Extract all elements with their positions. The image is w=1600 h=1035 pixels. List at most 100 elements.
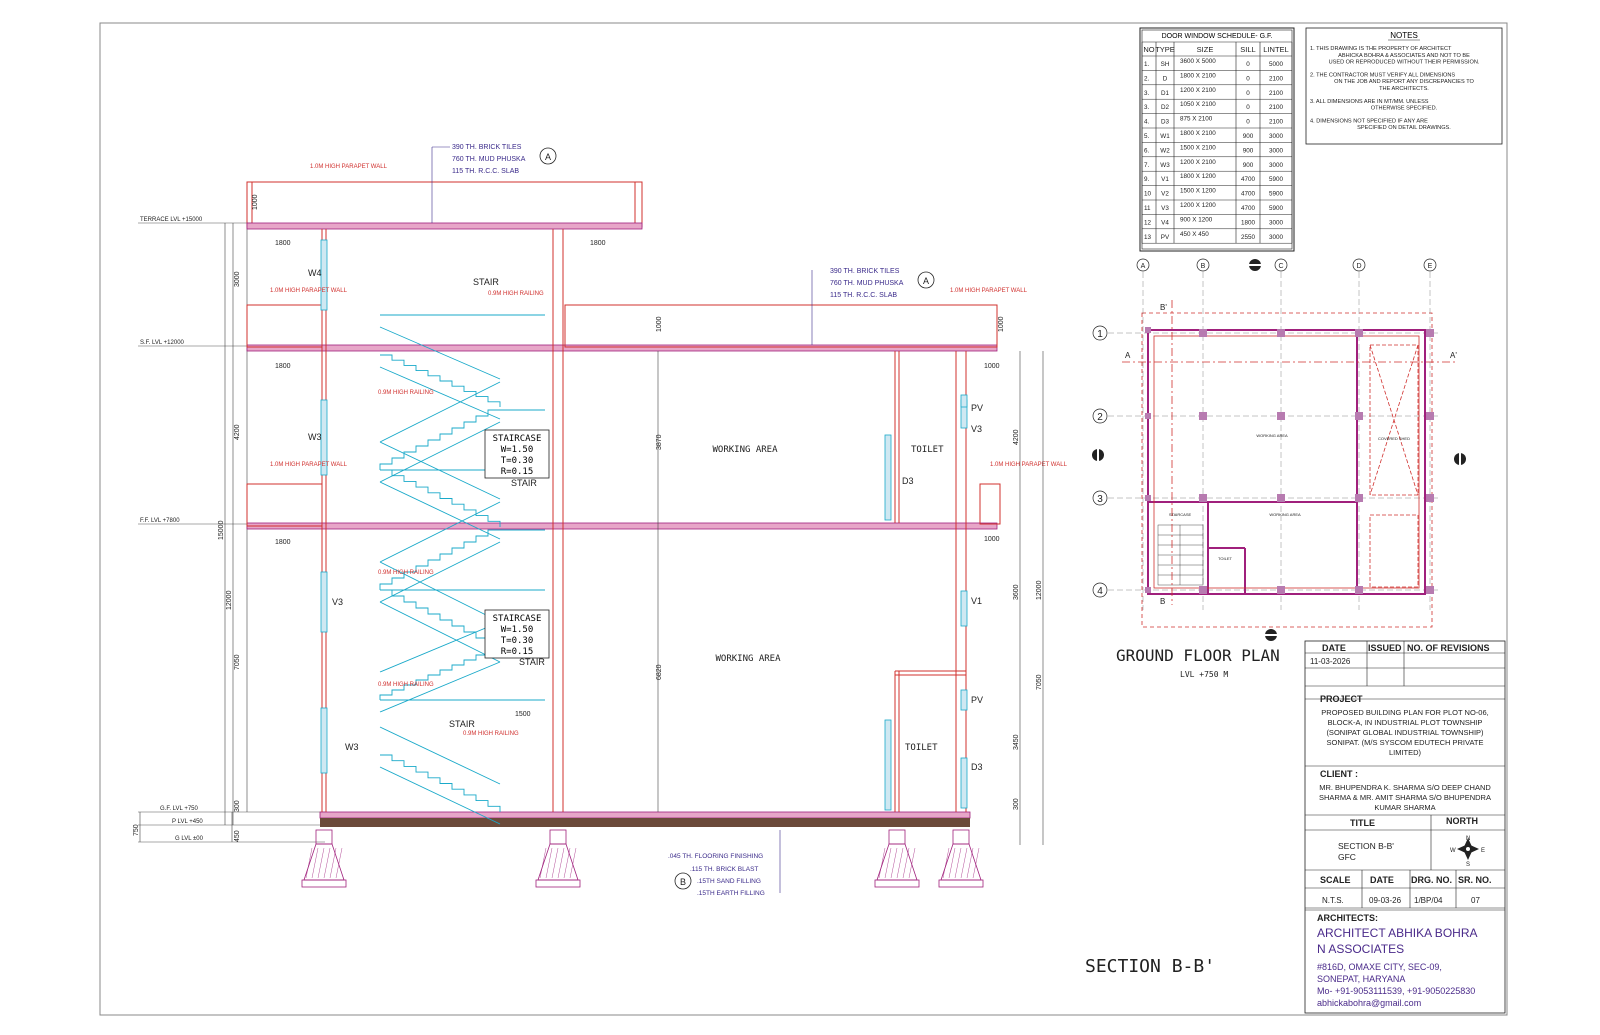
plan-column [1199, 329, 1207, 337]
plan-column [1277, 329, 1285, 337]
plan-grid-bubble-col [1274, 258, 1288, 272]
schedule-header: SIZE [1197, 45, 1214, 54]
dim-1800-b: 1800 [275, 363, 291, 370]
plan-grid-bubble-row [1092, 490, 1108, 506]
plan-column [1426, 586, 1434, 594]
staircase-info-upper: STAIRCASE W=1.50 T=0.30 R=0.15 [484, 429, 550, 479]
dim-right-7050: 7050 [1036, 674, 1043, 690]
stair-flight [380, 589, 501, 650]
schedule-cell: 900 [1243, 133, 1254, 140]
schedule-cell: 1800 X 1200 [1180, 173, 1216, 180]
stair-railing [379, 501, 501, 563]
plan-grid-col-label: C [1278, 263, 1283, 270]
schedule-cell: 450 X 450 [1180, 231, 1209, 238]
plan-section-mark-b-prime: B' [1160, 303, 1167, 312]
marker-a-top: A [545, 152, 551, 162]
tb-date-label: DATE [1322, 643, 1346, 653]
dim-right-4200: 4200 [1013, 429, 1020, 445]
schedule-cell: 900 [1243, 147, 1254, 154]
tb-address-1: #816D, OMAXE CITY, SEC-09, [1317, 962, 1442, 972]
note-line-1: 1. THIS DRAWING IS THE PROPERTY OF ARCHI… [1310, 46, 1452, 52]
room-toilet-ff: TOILET [911, 445, 944, 455]
stair-soffit [379, 481, 501, 540]
schedule-cell: 3000 [1269, 219, 1284, 226]
level-second-floor: S.F. LVL +12000 [140, 340, 185, 346]
footing-pad [940, 843, 982, 881]
plan-grid-row-label: 3 [1097, 494, 1103, 505]
schedule-cell: 2100 [1269, 75, 1284, 82]
plan-column [1199, 586, 1207, 594]
schedule-cell: 3000 [1269, 133, 1284, 140]
tb-firm-2: N ASSOCIATES [1317, 942, 1404, 956]
schedule-cell: 3000 [1269, 234, 1284, 241]
schedule-cell: V3 [1161, 205, 1169, 212]
client-text-line: MR. BHUPENDRA K. SHARMA S/O DEEP CHAND [1319, 783, 1491, 792]
schedule-cell: 9. [1144, 176, 1150, 183]
schedule-cell: 3000 [1269, 147, 1284, 154]
plan-grid-bubble-col [1352, 258, 1366, 272]
dim-mid-6820: 6820 [656, 664, 663, 680]
tb-date2-label: DATE [1370, 875, 1394, 885]
room-working-area-gf: WORKING AREA [715, 654, 781, 664]
schedule-cell: 0 [1246, 90, 1250, 97]
schedule-cell: 4. [1144, 119, 1150, 126]
schedule-cell: 2100 [1269, 90, 1284, 97]
dim-left-7050: 7050 [234, 654, 241, 670]
schedule-header: LINTEL [1263, 45, 1288, 54]
schedule-cell: 1800 X 2100 [1180, 130, 1216, 137]
door-d3-upper: D3 [902, 476, 914, 486]
stair-railing [379, 381, 501, 443]
plan-room-staircase: STAIRCASE [1169, 512, 1192, 517]
plan-column [1355, 329, 1363, 337]
window-v1: V1 [971, 596, 982, 606]
plan-grid-row-label: 2 [1097, 412, 1103, 423]
parapet-label-3: 1.0M HIGH PARAPET WALL [270, 462, 348, 468]
note-line-3: OTHERWISE SPECIFIED. [1371, 106, 1438, 112]
plan-grid-bubble-row [1092, 408, 1108, 424]
door-d3-lower: D3 [971, 762, 983, 772]
dim-1800-c: 1800 [275, 539, 291, 546]
schedule-cell: 3. [1144, 90, 1150, 97]
railing-label-5: 0.9M HIGH RAILING [463, 731, 519, 737]
schedule-title: DOOR WINDOW SCHEDULE- G.F. [1162, 33, 1273, 40]
stair-railing [379, 326, 501, 380]
floor-note-brick: .115 TH. BRICK BLAST [690, 866, 758, 873]
schedule-cell: 5900 [1269, 176, 1284, 183]
roof-note-slab-2: 115 TH. R.C.C. SLAB [830, 292, 897, 299]
plan-section-mark-a: A [1125, 351, 1131, 360]
railing-label-4: 0.9M HIGH RAILING [378, 682, 434, 688]
schedule-cell: 5900 [1269, 205, 1284, 212]
tb-firm-1: ARCHITECT ABHIKA BOHRA [1317, 926, 1477, 940]
plan-room-working-area-2: WORKING AREA [1269, 512, 1301, 517]
svg-text:W: W [1450, 848, 1456, 854]
parapet-label-5: 1.0M HIGH PARAPET WALL [990, 462, 1068, 468]
tb-scale-value: N.T.S. [1322, 896, 1344, 905]
schedule-cell: V2 [1161, 191, 1169, 198]
schedule-header: NO [1143, 45, 1154, 54]
room-working-area-ff: WORKING AREA [712, 445, 778, 455]
dim-right-12000: 12000 [1036, 580, 1043, 600]
notes-title: NOTES [1390, 31, 1418, 40]
plan-column [1145, 495, 1151, 501]
tb-address-2: SONEPAT, HARYANA [1317, 974, 1405, 984]
footing-pad [876, 843, 918, 881]
floor-note-sand: .15TH SAND FILLING [697, 878, 761, 885]
tb-project-label: PROJECT [1320, 694, 1363, 704]
project-text-line: SONIPAT. (M/S SYSCOM EDUTECH PRIVATE [1327, 738, 1484, 747]
plan-column [1355, 412, 1363, 420]
schedule-cell: D3 [1161, 119, 1170, 126]
schedule-cell: 875 X 2100 [1180, 116, 1213, 123]
sheet-border [99, 22, 1508, 1016]
footing-column [549, 829, 567, 845]
schedule-cell: 1500 X 1200 [1180, 188, 1216, 195]
roof-note-tiles: 390 TH. BRICK TILES [452, 144, 522, 151]
dim-left-300: 300 [234, 800, 241, 812]
floor-note-earth: .15TH EARTH FILLING [697, 890, 765, 897]
schedule-cell: 2100 [1269, 104, 1284, 111]
stair-label-lower: STAIR [519, 657, 545, 667]
window-w4: W4 [308, 268, 322, 278]
dim-left-4200: 4200 [234, 424, 241, 440]
footing-base [938, 879, 984, 888]
